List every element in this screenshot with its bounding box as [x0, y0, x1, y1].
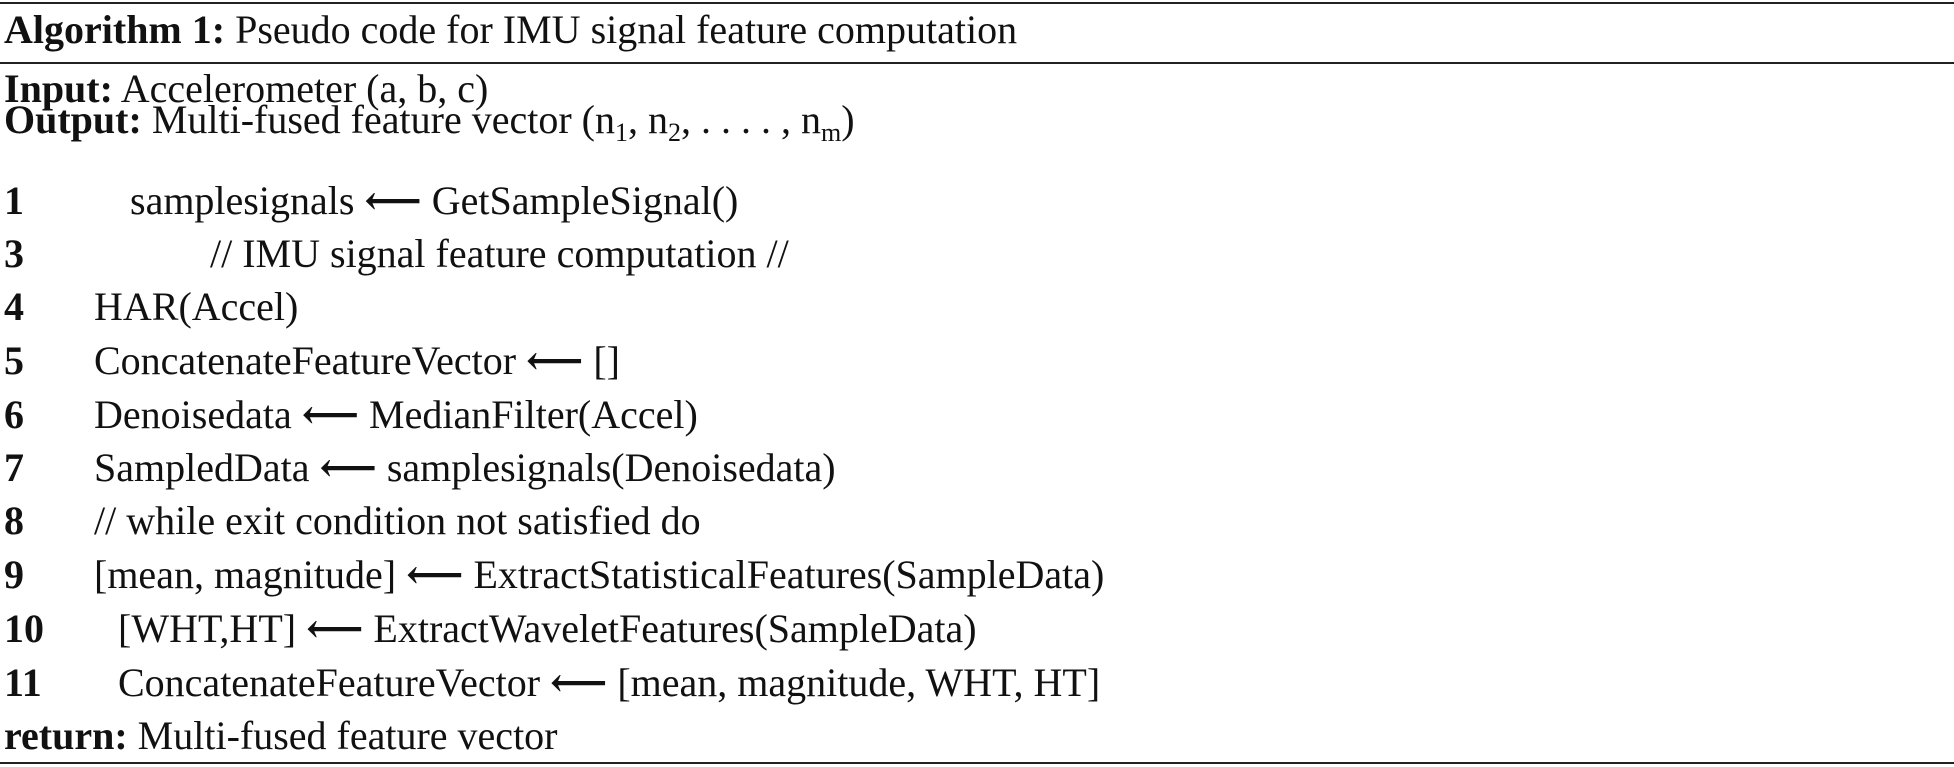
output-sep-1: , n [627, 97, 668, 142]
step-number: 3 [4, 231, 24, 276]
step-code: samplesignals⟵GetSampleSignal() [130, 175, 738, 227]
step-rhs: GetSampleSignal() [431, 178, 739, 223]
step-code: Denoisedata⟵MedianFilter(Accel) [94, 389, 698, 441]
input-label: Input: [4, 66, 113, 111]
assign-arrow-icon: ⟵ [306, 606, 364, 651]
top-rule [0, 2, 1954, 4]
output-subscript-1: 1 [614, 118, 628, 147]
step-code: [WHT,HT]⟵ExtractWaveletFeatures(SampleDa… [118, 603, 977, 655]
assign-arrow-icon: ⟵ [364, 178, 422, 223]
assign-arrow-icon: ⟵ [526, 338, 584, 383]
algorithm-heading: Algorithm 1: Pseudo code for IMU signal … [4, 4, 1017, 56]
heading-rule [0, 62, 1954, 64]
input-text: Accelerometer (a, b, c) [120, 66, 489, 111]
step-code: SampledData⟵samplesignals(Denoisedata) [94, 442, 836, 494]
assign-arrow-icon: ⟵ [406, 552, 464, 597]
step-number: 5 [4, 338, 24, 383]
assign-arrow-icon: ⟵ [550, 660, 608, 705]
step-number: 4 [4, 284, 24, 329]
bottom-rule [0, 762, 1954, 764]
assign-arrow-icon: ⟵ [301, 392, 360, 437]
output-close: ) [841, 97, 855, 142]
output-line: Output: Multi-fused feature vector (n1, … [4, 94, 855, 146]
step-number: 11 [4, 660, 42, 705]
step-lhs: [WHT,HT] [118, 606, 297, 651]
step-comment: // while exit condition not satisfied do [94, 498, 701, 543]
output-text-prefix: Multi-fused feature vector (n [151, 97, 615, 142]
step-comment: // IMU signal feature computation // [210, 231, 789, 276]
return-line: return: Multi-fused feature vector [4, 710, 558, 762]
step-rhs: [] [593, 338, 620, 383]
output-sep-2: , . . . . , n [680, 97, 821, 142]
step-rhs: samplesignals(Denoisedata) [386, 445, 836, 490]
step-lhs: Denoisedata [94, 392, 292, 437]
algorithm-heading-label: Algorithm 1: [4, 7, 226, 52]
output-subscript-m: m [820, 118, 842, 147]
step-code: HAR(Accel) [94, 284, 299, 329]
step-number: 7 [4, 445, 24, 490]
step-rhs: [mean, magnitude, WHT, HT] [617, 660, 1101, 705]
step-number: 9 [4, 552, 24, 597]
step-rhs: ExtractWaveletFeatures(SampleData) [373, 606, 977, 651]
return-label: return: [4, 713, 128, 758]
step-rhs: MedianFilter(Accel) [369, 392, 698, 437]
output-label: Output: [4, 97, 142, 142]
step-number: 10 [4, 606, 44, 651]
step-lhs: ConcatenateFeatureVector [94, 338, 517, 383]
return-text: Multi-fused feature vector [137, 713, 558, 758]
step-rhs: ExtractStatisticalFeatures(SampleData) [473, 552, 1105, 597]
algorithm-heading-text: Pseudo code for IMU signal feature compu… [235, 7, 1018, 52]
step-code: ConcatenateFeatureVector⟵[] [94, 335, 620, 387]
step-lhs: ConcatenateFeatureVector [118, 660, 541, 705]
step-number: 1 [4, 178, 24, 223]
output-subscript-2: 2 [667, 118, 681, 147]
step-number: 8 [4, 498, 24, 543]
step-lhs: samplesignals [130, 178, 355, 223]
assign-arrow-icon: ⟵ [319, 445, 377, 490]
step-number: 6 [4, 392, 24, 437]
step-code: ConcatenateFeatureVector⟵[mean, magnitud… [118, 657, 1100, 709]
input-line: Input: Accelerometer (a, b, c) [4, 63, 488, 115]
step-lhs: [mean, magnitude] [94, 552, 397, 597]
step-lhs: SampledData [94, 445, 310, 490]
step-code: [mean, magnitude]⟵ExtractStatisticalFeat… [94, 549, 1104, 601]
